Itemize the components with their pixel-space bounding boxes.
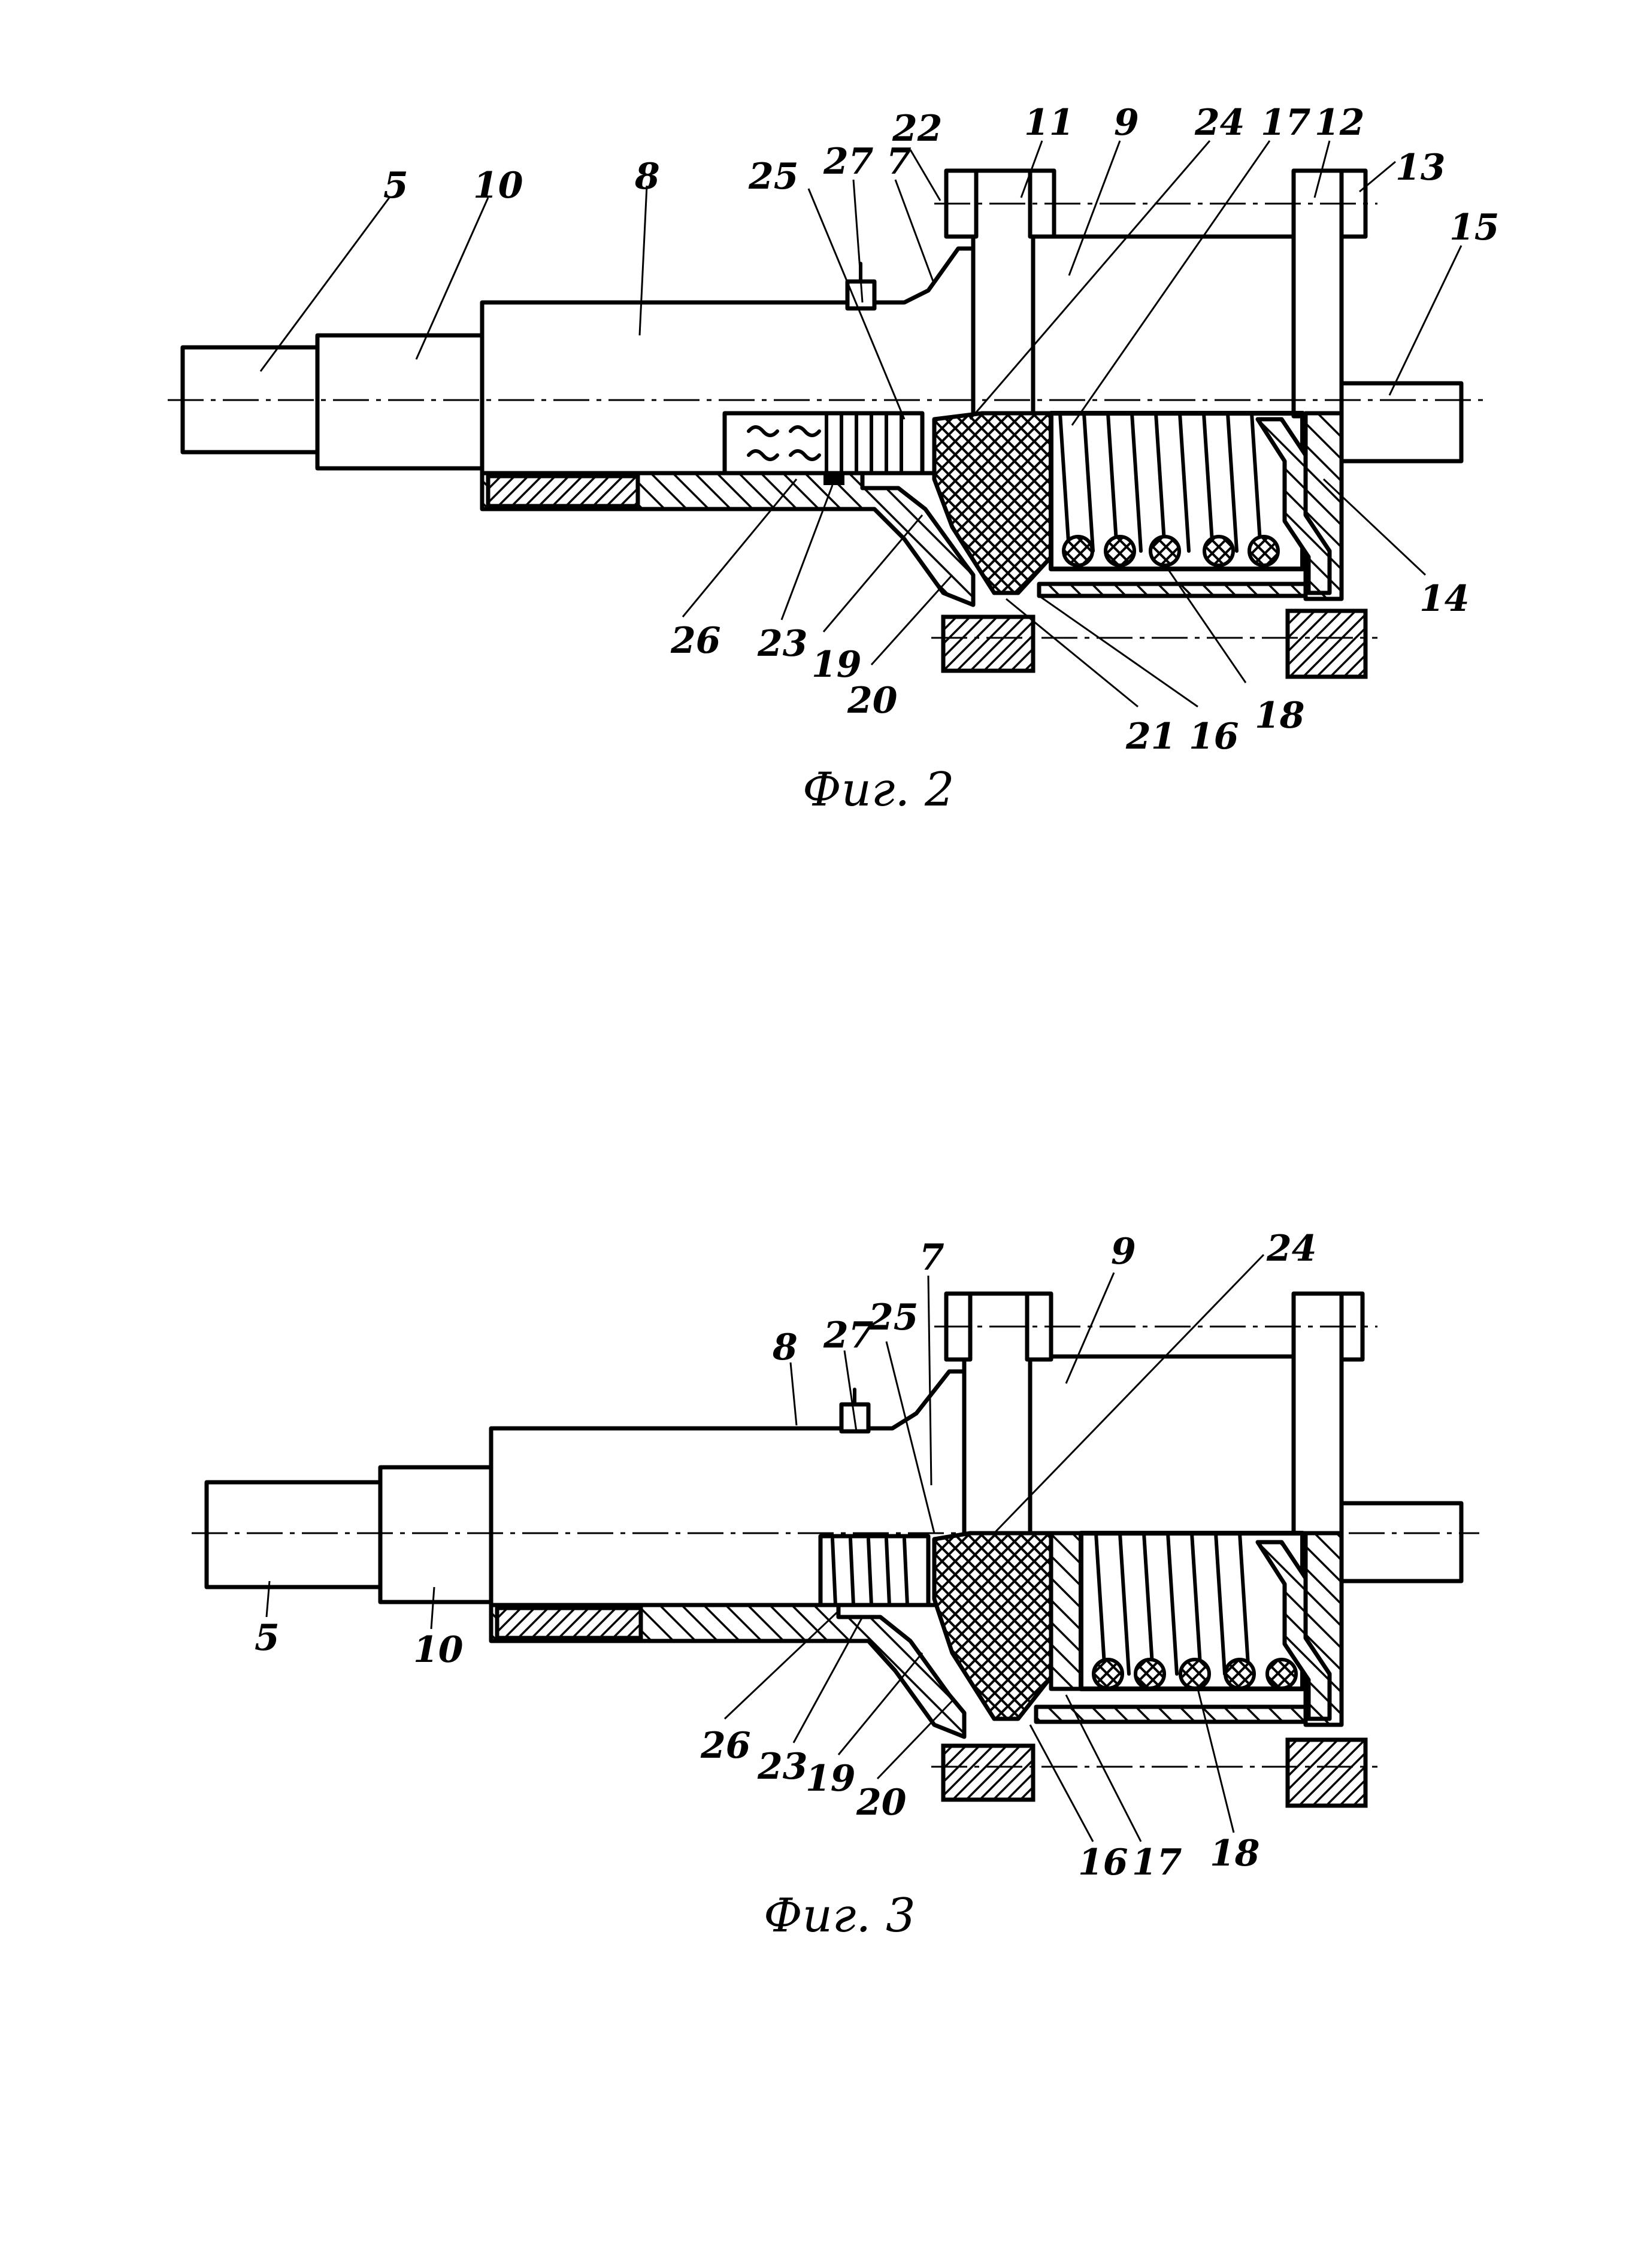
packing-cone (932, 1531, 1053, 1721)
lower-flange-right (1285, 608, 1368, 679)
label-27: 27 (823, 1315, 874, 1356)
label-7: 7 (886, 141, 912, 183)
shaft-5 (204, 1480, 386, 1589)
sleeve-10 (315, 333, 488, 471)
flange-11 (971, 168, 1035, 419)
fluid-wave-marks (747, 425, 821, 461)
label-8: 8 (772, 1327, 798, 1368)
label-23: 23 (757, 1746, 808, 1788)
lower-flange-right (1285, 1737, 1368, 1808)
label-24: 24 (1266, 1228, 1317, 1270)
ball-row (1062, 535, 1280, 567)
ball-row (1092, 1658, 1298, 1690)
label-8: 8 (634, 156, 660, 198)
figure-2: 5 10 8 25 27 7 22 11 9 24 17 12 13 15 14… (168, 102, 1500, 817)
diaphragm-14 (1255, 1540, 1332, 1721)
label-13: 13 (1395, 147, 1446, 189)
lower-flange-left (941, 614, 1035, 673)
label-20: 20 (856, 1782, 907, 1824)
bore-cutaway (722, 411, 925, 476)
label-12: 12 (1315, 102, 1365, 144)
label-20: 20 (847, 680, 898, 722)
bore-cutaway (818, 1534, 931, 1607)
label-18: 18 (1210, 1833, 1260, 1875)
label-11: 11 (1024, 102, 1074, 144)
label-14: 14 (1419, 578, 1470, 620)
diaphragm-14 (1255, 417, 1332, 595)
label-26: 26 (670, 620, 721, 662)
flange-11 (962, 1291, 1032, 1542)
figure-2-caption: Фиг. 2 (803, 763, 955, 817)
label-22: 22 (892, 108, 943, 150)
housing-9 (1028, 234, 1296, 416)
label-24: 24 (1194, 102, 1245, 144)
shaft-15 (1339, 1501, 1464, 1583)
flange-12 (1291, 1291, 1344, 1536)
label-9: 9 (1114, 102, 1139, 144)
label-5: 5 (383, 165, 408, 207)
label-18: 18 (1255, 695, 1305, 737)
leader-lines-fig2 (259, 140, 1463, 708)
label-17: 17 (1261, 102, 1311, 144)
flange-12 (1291, 168, 1344, 419)
seal-packing-26 (486, 474, 640, 508)
label-25: 25 (748, 156, 799, 198)
label-25: 25 (868, 1297, 919, 1339)
label-19: 19 (806, 1758, 856, 1800)
figure-3-caption: Фиг. 3 (764, 1889, 916, 1943)
spring-23 (831, 1537, 909, 1607)
leader-lines-fig3 (265, 1253, 1265, 1842)
label-26: 26 (700, 1725, 751, 1767)
seal-packing-26 (495, 1606, 643, 1640)
label-7: 7 (919, 1237, 944, 1279)
packing-cone (932, 411, 1053, 595)
label-15: 15 (1449, 207, 1500, 249)
sleeve-10 (378, 1465, 496, 1604)
label-5: 5 (255, 1617, 280, 1659)
shaft-15 (1339, 381, 1464, 464)
label-10: 10 (473, 165, 523, 207)
label-17: 17 (1132, 1842, 1182, 1884)
label-16: 16 (1189, 716, 1239, 758)
figure-3: 9 24 27 25 7 8 5 10 26 23 19 20 16 17 18… (192, 1228, 1479, 1943)
label-9: 9 (1111, 1231, 1136, 1273)
label-27: 27 (823, 141, 874, 183)
lower-flange-left (941, 1743, 1035, 1802)
label-21: 21 (1125, 716, 1176, 758)
spring-23 (823, 411, 903, 485)
label-23: 23 (757, 623, 808, 665)
label-19: 19 (812, 644, 862, 686)
plate-17 (1049, 1531, 1083, 1691)
label-16: 16 (1078, 1842, 1128, 1884)
label-10: 10 (413, 1629, 464, 1671)
